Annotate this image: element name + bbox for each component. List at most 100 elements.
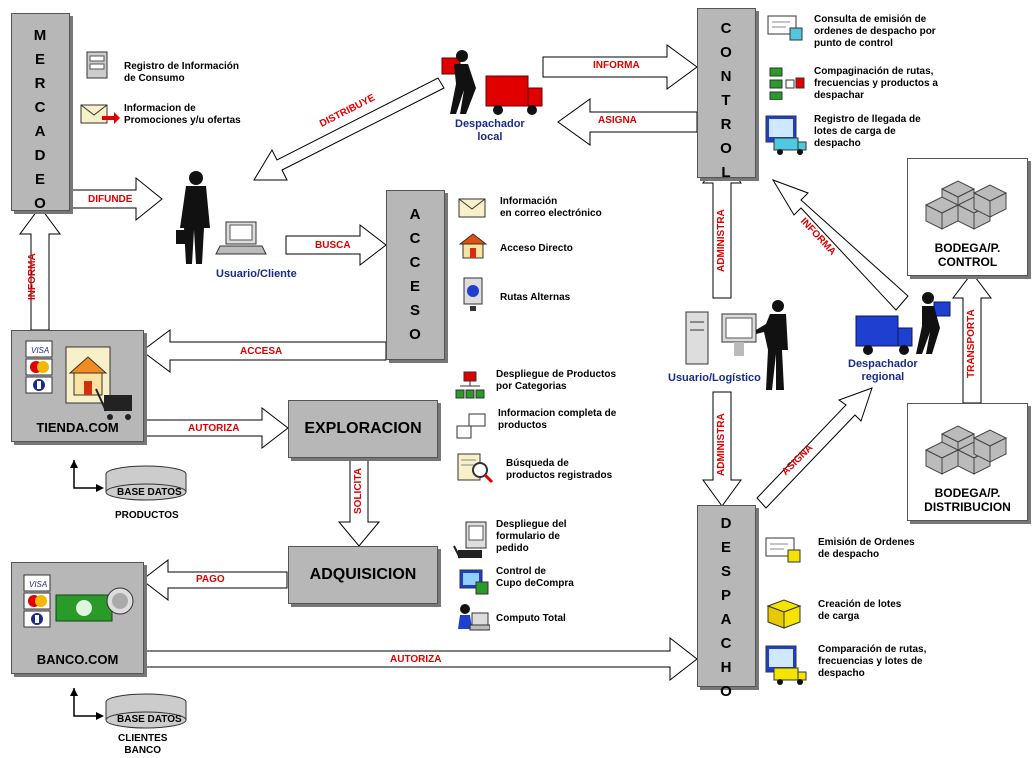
exploracion-feature-3: Búsqueda de productos registrados <box>506 458 613 481</box>
dispatch-orders-query-icon <box>767 15 803 41</box>
consumption-register-icon <box>86 51 108 79</box>
database-clientes-caption: CLIENTES BANCO <box>118 733 168 756</box>
arrow-busca <box>285 223 387 267</box>
despacho-label: D E S P A C H O <box>720 515 733 700</box>
mercadeo-label: M E R C A D E O <box>33 27 48 212</box>
arrow-label-asigna-top: ASIGNA <box>598 115 637 126</box>
order-form-icon <box>453 521 487 559</box>
arrow-pago <box>141 558 288 602</box>
shopping-cart-icon <box>95 388 132 420</box>
despacho-box: D E S P A C H O <box>697 505 756 700</box>
database-productos-icon <box>70 460 187 501</box>
arrow-informa-top <box>542 44 698 90</box>
database-productos-caption: PRODUCTOS <box>115 510 179 521</box>
boxes-stack-icon <box>924 425 1008 475</box>
cargo-lot-icon <box>766 599 802 629</box>
acceso-feature-1: Información en correo electrónico <box>500 196 602 219</box>
arrow-label-administra-up: ADMINISTRA <box>716 209 727 272</box>
bodega-control-box: BODEGA/P. CONTROL <box>907 158 1028 276</box>
arrow-informa-diag <box>771 179 909 311</box>
search-products-icon <box>457 453 494 484</box>
bodega-distribucion-box: BODEGA/P. DISTRIBUCION <box>907 403 1028 521</box>
category-tree-icon <box>455 371 485 399</box>
route-matching-icon <box>769 67 805 100</box>
control-feature-2: Compaginación de rutas, frecuencias y pr… <box>814 66 938 101</box>
promotions-mail-icon <box>80 104 120 124</box>
credit-cards-icon: VISA <box>25 340 53 394</box>
arrow-label-pago: PAGO <box>196 574 225 585</box>
arrow-label-difunde: DIFUNDE <box>88 194 133 205</box>
store-doc-icon <box>65 346 111 404</box>
arrow-label-transporta: TRANSPORTA <box>966 309 977 378</box>
mercadeo-feature-1: Registro de Información de Consumo <box>124 61 240 84</box>
arrow-label-administra-down: ADMINISTRA <box>716 413 727 476</box>
acceso-box: A C C E S O <box>386 190 445 360</box>
acceso-feature-2: Acceso Directo <box>500 243 573 254</box>
mercadeo-box: M E R C A D E O <box>11 13 70 212</box>
despachador-regional-label: Despachador regional <box>848 358 918 383</box>
boxes-stack-icon <box>924 180 1008 230</box>
database-clientes-icon <box>70 688 187 729</box>
total-computation-icon <box>458 604 490 631</box>
banco-icons: VISA <box>23 574 134 628</box>
exploracion-label: EXPLORACION <box>304 420 422 437</box>
acceso-label: A C C E S O <box>409 206 422 343</box>
exploracion-feature-1: Despliegue de Productos por Categorias <box>496 369 617 392</box>
usuario-logistico-label: Usuario/Logístico <box>668 372 761 384</box>
email-icon <box>458 198 486 218</box>
usuario-cliente-label: Usuario/Cliente <box>216 268 297 280</box>
arrow-label-informa-left: INFORMA <box>27 253 38 300</box>
adquisicion-feature-3: Computo Total <box>496 613 566 624</box>
svg-text:VISA: VISA <box>29 580 47 589</box>
money-icon <box>55 587 134 622</box>
control-box: C O N T R O L <box>697 8 756 181</box>
despacho-feature-3: Comparación de rutas, frecuencias y lote… <box>818 644 927 679</box>
arrow-difunde <box>69 176 163 222</box>
arrival-register-icon <box>765 115 807 155</box>
arrow-distribuye <box>253 77 445 181</box>
arrow-label-autoriza-banco: AUTORIZA <box>390 654 442 665</box>
credit-cards-icon: VISA <box>23 574 51 628</box>
user-logistics-icon <box>685 300 788 390</box>
bodega-control-label: BODEGA/P. CONTROL <box>934 241 1001 269</box>
tienda-label: TIENDA.COM <box>36 420 119 435</box>
adquisicion-feature-1: Despliegue del formulario de pedido <box>496 519 567 554</box>
user-client-icon <box>176 171 267 264</box>
bodega-distribucion-label: BODEGA/P. DISTRIBUCION <box>924 486 1011 514</box>
database-productos-label: BASE DATOS <box>117 487 182 498</box>
control-feature-3: Registro de llegada de lotes de carga de… <box>814 114 921 149</box>
arrow-solicita <box>337 459 381 547</box>
control-feature-1: Consulta de emisión de ordenes de despac… <box>814 14 936 49</box>
dispatch-order-issue-icon <box>765 537 801 563</box>
arrow-label-accesa: ACCESA <box>240 346 283 357</box>
control-label: C O N T R O L <box>720 20 733 181</box>
arrow-label-busca: BUSCA <box>315 240 351 251</box>
arrow-accesa <box>141 329 387 373</box>
route-comparison-icon <box>765 645 807 685</box>
banco-box: VISA BANCO.COM <box>11 562 144 674</box>
arrow-label-informa-top: INFORMA <box>593 60 640 71</box>
arrow-asigna-top <box>557 98 698 146</box>
tienda-box: VISA TIENDA.COM <box>11 330 144 442</box>
mercadeo-feature-2: Informacion de Promociones y/u ofertas <box>124 103 241 126</box>
credit-limit-icon <box>459 569 489 595</box>
truck-local-icon <box>441 50 543 115</box>
tienda-icons: VISA <box>25 340 132 420</box>
adquisicion-feature-2: Control de Cupo deCompra <box>496 566 574 589</box>
arrow-transporta <box>951 272 993 404</box>
truck-regional-icon <box>855 292 951 355</box>
home-icon <box>458 233 488 259</box>
arrow-label-autoriza-tienda: AUTORIZA <box>188 423 240 434</box>
despacho-feature-1: Emisión de Ordenes de despacho <box>818 537 915 560</box>
adquisicion-label: ADQUISICION <box>309 566 417 583</box>
arrow-administra-down <box>702 391 742 507</box>
database-clientes-label: BASE DATOS <box>117 714 182 725</box>
alternate-routes-icon <box>463 277 483 311</box>
arrow-asigna-diag <box>756 387 873 509</box>
svg-text:VISA: VISA <box>31 346 49 355</box>
arrow-informa-left <box>19 206 61 331</box>
despacho-feature-2: Creación de lotes de carga <box>818 599 902 622</box>
arrow-autoriza-tienda <box>141 406 289 450</box>
product-info-icon <box>456 413 486 439</box>
